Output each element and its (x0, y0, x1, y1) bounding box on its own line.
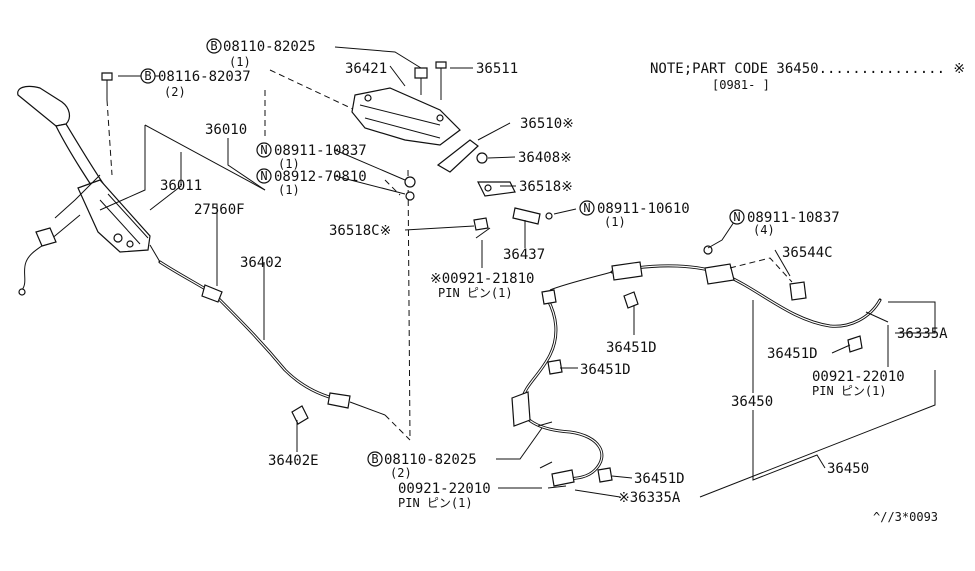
svg-text:N: N (260, 143, 267, 157)
label-36421: 36421 (345, 61, 387, 77)
bolt-marker-lever: B (140, 68, 156, 84)
clip-36451d-mid (547, 359, 563, 375)
label-36451d-d: 36451D (634, 471, 685, 487)
clip-36451d-low (597, 467, 613, 483)
clip-36402e (291, 405, 309, 425)
label-08912-70810: 08912-70810 (274, 169, 367, 185)
parking-brake-lever (17, 85, 151, 253)
nut-08911-10837-rear (703, 245, 713, 255)
label-00921-22010-bottom-pin: PIN ピン(1) (398, 496, 473, 510)
label-08116-82037: 08116-82037 (158, 69, 251, 85)
label-08911-10837-a-qty: (1) (278, 157, 300, 171)
label-36518: 36518※ (519, 179, 573, 195)
label-08911-10837-b: 08911-10837 (747, 210, 840, 226)
label-08116-82037-qty: (2) (164, 85, 186, 99)
label-36402: 36402 (240, 255, 282, 271)
label-08912-70810-qty: (1) (278, 183, 300, 197)
label-36518c: 36518C※ (329, 223, 391, 239)
label-08911-10610-qty: (1) (604, 215, 626, 229)
label-36402e: 36402E (268, 453, 319, 469)
label-08110-82025-top-qty: (1) (229, 55, 251, 69)
label-36335a-right: 36335A (897, 326, 948, 342)
bracket-36011-side (54, 174, 101, 219)
svg-text:B: B (371, 452, 378, 466)
label-00921-22010-right-pin: PIN ピン(1) (812, 384, 887, 398)
label-36335a-bottom: ※36335A (618, 490, 681, 506)
pin-36408 (476, 152, 488, 164)
svg-text:B: B (144, 69, 151, 83)
dashed-leader-4 (384, 414, 411, 441)
svg-text:N: N (260, 169, 267, 183)
clip-36451d-rear (847, 335, 863, 353)
bolt-marker-top: B (206, 38, 222, 54)
pin-00921-21810 (475, 227, 491, 239)
nut-08911-top (404, 176, 416, 201)
label-08110-82025-bottom-qty: (2) (390, 466, 412, 480)
clip-36518c (473, 217, 489, 231)
clip-36544c (789, 281, 807, 301)
note-line-1: NOTE;PART CODE 36450............... ※ (650, 61, 965, 77)
dashed-leader-5 (384, 179, 401, 196)
nut-marker-c: N (579, 200, 595, 216)
label-36510: 36510※ (520, 116, 574, 132)
rear-cable-36450 (511, 261, 882, 489)
label-00921-22010-bottom: 00921-22010 (398, 481, 491, 497)
rod-36437 (512, 207, 541, 225)
label-36451d-a: 36451D (606, 340, 657, 356)
bolt-08110-bottom (537, 421, 553, 427)
label-08110-82025-top: 08110-82025 (223, 39, 316, 55)
label-36511: 36511 (476, 61, 518, 77)
nut-marker-d: N (729, 209, 745, 225)
bracket-36011-top (144, 124, 266, 191)
label-36451d-c: 36451D (767, 346, 818, 362)
clip-36451d-front (623, 291, 639, 309)
label-36450-b: 36450 (827, 461, 869, 477)
label-08911-10610: 08911-10610 (597, 201, 690, 217)
label-36408: 36408※ (518, 150, 572, 166)
label-00921-21810: ※00921-21810 (430, 271, 534, 287)
leader-lines (118, 46, 936, 498)
label-36450-a: 36450 (731, 394, 773, 410)
nut-marker-a: N (256, 142, 272, 158)
bracket-36421 (351, 87, 461, 146)
equalizer-36518 (477, 181, 516, 197)
label-08911-10837-a: 08911-10837 (274, 143, 367, 159)
label-36010: 36010 (205, 122, 247, 138)
svg-text:N: N (583, 201, 590, 215)
label-00921-21810-pin: PIN ピン(1) (438, 286, 513, 300)
bolt-08116-82037 (101, 72, 113, 176)
lever-36510 (436, 139, 479, 173)
dashed-leader-3 (407, 169, 411, 441)
pin-00921-22010-rear (865, 311, 889, 323)
bolt-36511 (435, 61, 447, 100)
footer-code: ^//3*0093 (873, 510, 938, 524)
label-36437: 36437 (503, 247, 545, 263)
bolt-08110-top (414, 67, 428, 95)
nut-marker-b: N (256, 168, 272, 184)
pin-00921-22010-bottom (539, 461, 553, 469)
label-36011: 36011 (160, 178, 202, 194)
parking-brake-switch (18, 214, 81, 296)
bolt-marker-bottom: B (367, 451, 383, 467)
note-line-2: [0981- ] (712, 78, 770, 92)
svg-text:B: B (210, 39, 217, 53)
svg-text:N: N (733, 210, 740, 224)
label-36544c: 36544C (782, 245, 833, 261)
dashed-leader-rear (729, 257, 793, 283)
label-27560f: 27560F (194, 202, 245, 218)
nut-08911-10610 (545, 212, 553, 220)
label-08911-10837-b-qty: (4) (753, 223, 775, 237)
bracket-36011-outline (99, 125, 146, 211)
front-cable-36402 (149, 244, 386, 416)
label-00921-22010-right: 00921-22010 (812, 369, 905, 385)
label-36451d-b: 36451D (580, 362, 631, 378)
label-08110-82025-bottom: 08110-82025 (384, 452, 477, 468)
